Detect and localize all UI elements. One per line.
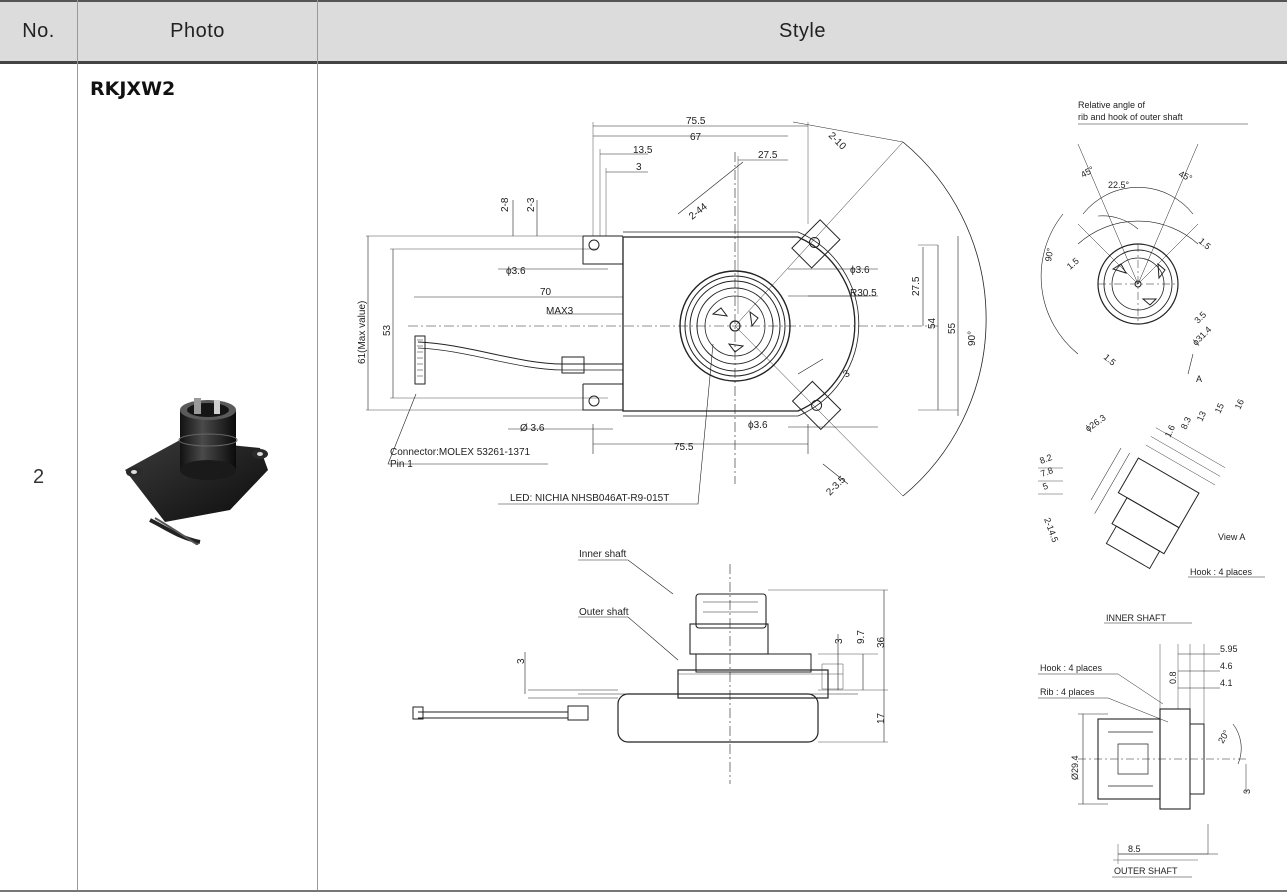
outer-dim-8-5: 8.5: [1128, 844, 1141, 854]
dim-phi3-6-left: ϕ3.6: [506, 266, 526, 277]
outer-dim-5-95: 5.95: [1220, 644, 1238, 654]
view-a-dim-2-14-5: 2-14.5: [1042, 516, 1060, 543]
table-top-border: [0, 0, 1287, 2]
view-a: [1090, 427, 1226, 570]
row-number: 2: [0, 64, 77, 890]
view-a-hook-label: Hook : 4 places: [1190, 567, 1253, 577]
table-bottom-border: [0, 890, 1287, 892]
dim-54: 54: [927, 317, 938, 329]
angle-dim-3-5: 3.5: [1192, 309, 1208, 325]
header-style: Style: [318, 0, 1287, 62]
dim-phi3-6-bottom-right: ϕ3.6: [748, 420, 768, 431]
angle-caption-1: Relative angle of: [1078, 100, 1146, 110]
dim-53: 53: [382, 324, 393, 336]
outer-dim-3: 3: [1242, 789, 1252, 794]
view-a-dim-7-8: 7.8: [1039, 465, 1054, 479]
column-divider-2: [317, 0, 318, 892]
dim-70: 70: [540, 287, 552, 298]
row-number-value: 2: [32, 465, 45, 488]
header-no: No.: [0, 0, 77, 62]
view-a-dim-13: 13: [1195, 410, 1208, 423]
inner-shaft-title: INNER SHAFT: [1106, 613, 1167, 623]
side-dim-17: 17: [876, 712, 887, 724]
header-style-label: Style: [779, 19, 826, 42]
angle-dim-phi31-4: ϕ31.4: [1190, 324, 1213, 347]
outer-rib-label: Rib : 4 places: [1040, 687, 1095, 697]
mechanical-drawing: 75.5 67 13.5 3 27.5 2-10 2-8 2-3 2-44 ϕ3…: [357, 100, 1265, 878]
dim-2-3-5: 2-3.5: [824, 474, 848, 498]
dim-3-a: 3: [636, 162, 642, 173]
outer-hook-label: Hook : 4 places: [1040, 663, 1103, 673]
connector-label: Connector:MOLEX 53261-1371: [390, 447, 531, 458]
dim-13-5: 13.5: [633, 145, 653, 156]
angle-view: Relative angle of rib and hook of outer …: [1040, 100, 1248, 384]
header-no-label: No.: [22, 19, 55, 42]
outer-shaft-label: Outer shaft: [579, 607, 629, 618]
top-view: 75.5 67 13.5 3 27.5 2-10 2-8 2-3 2-44 ϕ3…: [357, 116, 987, 505]
dim-phi3-6-bottom-left: Ø 3.6: [520, 423, 545, 434]
side-dim-36: 36: [876, 636, 887, 648]
model-name: RKJXW2: [90, 78, 176, 100]
outer-dim-4-1: 4.1: [1220, 678, 1233, 688]
dim-2-8: 2-8: [500, 197, 511, 212]
product-photo: [125, 398, 268, 545]
connector-pin-label: Pin 1: [390, 459, 413, 470]
angle-dim-1-5-left: 1.5: [1065, 256, 1081, 272]
view-a-dim-8-3: 8.3: [1179, 415, 1193, 431]
angle-45-left: 45°: [1079, 164, 1096, 180]
angle-90-top: 90°: [967, 331, 978, 346]
inner-shaft-label: Inner shaft: [579, 549, 626, 560]
outer-dim-0-8: 0.8: [1168, 671, 1178, 684]
view-a-dim-phi26-3: ϕ26.3: [1083, 413, 1107, 434]
angle-dim-1-5-right: 1.5: [1197, 236, 1213, 252]
view-a-dim-1-6: 1.6: [1163, 423, 1177, 439]
outer-dim-phi29-4: Ø29.4: [1070, 755, 1080, 780]
view-a-dim-5: 5: [1041, 481, 1049, 492]
view-a-dim-8-2: 8.2: [1038, 452, 1053, 466]
dim-max3: MAX3: [546, 306, 574, 317]
outer-shaft-title: OUTER SHAFT: [1114, 866, 1178, 876]
angle-22-5: 22.5°: [1108, 180, 1130, 190]
dim-2-3: 2-3: [526, 197, 537, 212]
header-photo-label: Photo: [170, 19, 225, 42]
dim-2-10: 2-10: [826, 130, 848, 152]
angle-45-right: 45°: [1177, 169, 1194, 184]
dim-27-5-top: 27.5: [758, 150, 778, 161]
dim-67: 67: [690, 132, 702, 143]
angle-caption-2: rib and hook of outer shaft: [1078, 112, 1183, 122]
view-a-labels: Hook : 4 places View A ϕ26.3 1.6 8.3 13 …: [1038, 398, 1265, 578]
dim-r30-5: R30.5: [850, 288, 877, 299]
view-a-dim-15: 15: [1213, 402, 1226, 415]
led-label: LED: NICHIA NHSB046AT-R9-015T: [510, 493, 669, 504]
outer-dim-20-deg: 20°: [1216, 728, 1232, 745]
view-a-title: View A: [1218, 532, 1245, 542]
view-a-dim-16: 16: [1233, 398, 1246, 411]
dim-75-5-top: 75.5: [686, 116, 706, 127]
dim-75-5-bottom: 75.5: [674, 442, 694, 453]
side-view: Inner shaft Outer shaft 3 3 9.7 36 17: [412, 549, 888, 784]
header-bottom-border: [0, 61, 1287, 64]
outer-shaft-view: INNER SHAFT 5.95 4.6 4.1 0.8 Hook : 4 pl…: [1038, 613, 1252, 878]
dim-61-max: 61(Max value): [357, 301, 368, 364]
header-photo: Photo: [78, 0, 317, 62]
angle-90: 90°: [1043, 247, 1055, 263]
view-a-marker: A: [1196, 374, 1202, 384]
side-dim-3-mid: 3: [834, 638, 845, 644]
dim-55: 55: [947, 322, 958, 334]
outer-dim-4-6: 4.6: [1220, 661, 1233, 671]
dim-27-5-right: 27.5: [911, 276, 922, 296]
angle-dim-1-5-bottom: 1.5: [1102, 352, 1118, 368]
column-divider-1: [77, 0, 78, 892]
dim-phi3-6-right: ϕ3.6: [850, 265, 870, 276]
side-dim-3-left: 3: [516, 658, 527, 664]
side-dim-9-7: 9.7: [856, 630, 867, 644]
dim-3-b: 3: [841, 368, 852, 380]
